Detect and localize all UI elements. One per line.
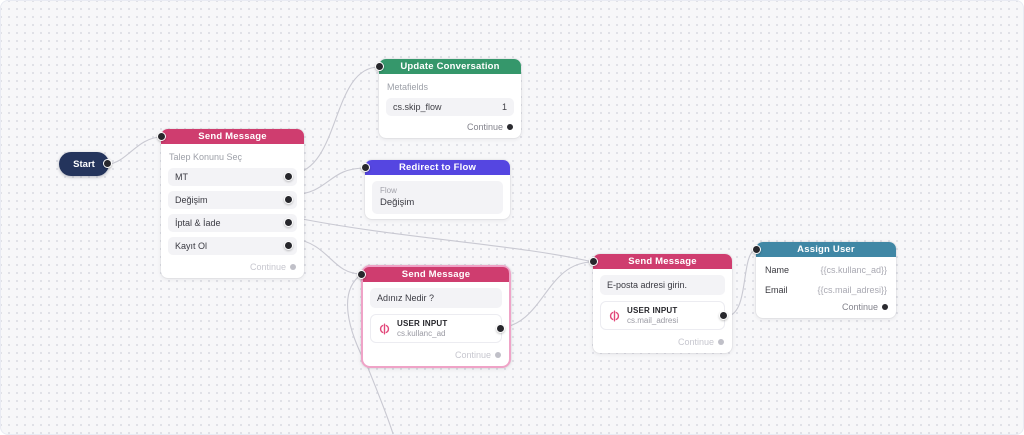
send-message-node-3[interactable]: Send Message E-posta adresi girin. USER …	[589, 254, 732, 353]
option-degisim-output-port[interactable]	[284, 195, 293, 204]
metafield-row[interactable]: cs.skip_flow 1	[386, 98, 514, 116]
send-message-3-header: Send Message	[593, 254, 732, 269]
assign-user-header: Assign User	[756, 242, 896, 257]
update-conversation-node[interactable]: Update Conversation Metafields cs.skip_f…	[375, 59, 521, 138]
send-message-2-input-port[interactable]	[357, 270, 366, 279]
option-label: Değişim	[175, 195, 208, 205]
continue-port[interactable]	[507, 124, 513, 130]
option-kayitol-output-port[interactable]	[284, 241, 293, 250]
option-label: MT	[175, 172, 188, 182]
field-label: Email	[765, 285, 788, 295]
option-row-degisim[interactable]: Değişim	[168, 191, 297, 209]
update-conversation-input-port[interactable]	[375, 62, 384, 71]
edge-kullanc-to-sendmessage3	[497, 261, 594, 329]
field-label: Name	[765, 265, 790, 275]
continue-row: Continue	[168, 260, 297, 273]
user-input-variable: cs.mail_adresi	[627, 316, 679, 325]
continue-port[interactable]	[882, 304, 888, 310]
continue-label: Continue	[466, 122, 503, 132]
continue-label: Continue	[841, 302, 878, 312]
redirect-to-flow-input-port[interactable]	[361, 163, 370, 172]
option-row-iptal-iade[interactable]: İptal & İade	[168, 214, 297, 232]
continue-port[interactable]	[290, 264, 296, 270]
option-row-mt[interactable]: MT	[168, 168, 297, 186]
option-label: Kayıt Ol	[175, 241, 208, 251]
metafield-key: cs.skip_flow	[393, 102, 442, 112]
send-message-node-2[interactable]: Send Message Adınız Nedir ? USER INPUT c…	[357, 265, 511, 368]
user-input-output-port[interactable]	[496, 323, 505, 333]
field-value: {{cs.kullanc_ad}}	[820, 265, 887, 275]
continue-port[interactable]	[718, 339, 724, 345]
flow-field-value: Değişim	[380, 197, 415, 208]
message-text: E-posta adresi girin.	[600, 275, 725, 295]
continue-row: Continue	[600, 335, 725, 348]
continue-row: Continue	[763, 300, 889, 313]
continue-row: Continue	[386, 120, 514, 133]
continue-label: Continue	[677, 337, 714, 347]
start-node-label: Start	[73, 158, 95, 170]
send-message-3-input-port[interactable]	[589, 257, 598, 266]
user-input-icon	[379, 322, 390, 335]
option-iptal-output-port[interactable]	[284, 218, 293, 227]
user-input-block[interactable]: USER INPUT cs.mail_adresi	[600, 301, 728, 330]
update-conversation-header: Update Conversation	[379, 59, 521, 74]
option-label: İptal & İade	[175, 218, 221, 228]
continue-label: Continue	[249, 262, 286, 272]
send-message-node-1[interactable]: Send Message Talep Konunu Seç MT Değişim…	[157, 129, 304, 278]
send-message-1-header: Send Message	[161, 129, 304, 144]
send-message-2-header: Send Message	[363, 267, 509, 282]
user-input-output-port[interactable]	[719, 310, 728, 320]
continue-port[interactable]	[495, 352, 501, 358]
option-row-kayit-ol[interactable]: Kayıt Ol	[168, 237, 297, 255]
assign-user-row-email: Email {{cs.mail_adresi}}	[763, 280, 889, 300]
field-value: {{cs.mail_adresi}}	[817, 285, 887, 295]
user-input-variable: cs.kullanc_ad	[397, 329, 446, 338]
option-mt-output-port[interactable]	[284, 172, 293, 181]
edge-start-to-sendmessage1	[107, 136, 163, 165]
edge-mail-to-assignuser	[727, 248, 758, 317]
assign-user-row-name: Name {{cs.kullanc_ad}}	[763, 260, 889, 280]
assign-user-node[interactable]: Assign User Name {{cs.kullanc_ad}} Email…	[752, 242, 896, 318]
redirect-to-flow-node[interactable]: Redirect to Flow Flow Değişim	[361, 160, 510, 219]
user-input-icon	[609, 309, 620, 322]
edge-iptal-to-sendmessage3	[291, 216, 594, 263]
send-message-1-input-port[interactable]	[157, 132, 166, 141]
start-output-port[interactable]	[103, 159, 112, 168]
metafield-value: 1	[501, 102, 507, 112]
redirect-to-flow-header: Redirect to Flow	[365, 160, 510, 175]
edge-mt-to-update-conversation	[291, 66, 380, 175]
flow-field[interactable]: Flow Değişim	[372, 181, 503, 214]
message-text: Adınız Nedir ?	[370, 288, 502, 308]
metafields-label: Metafields	[387, 82, 429, 92]
flow-field-label: Flow	[380, 186, 397, 195]
assign-user-input-port[interactable]	[752, 245, 761, 254]
send-message-1-prompt: Talep Konunu Seç	[169, 152, 243, 162]
user-input-block[interactable]: USER INPUT cs.kullanc_ad	[370, 314, 505, 343]
continue-row: Continue	[370, 348, 502, 361]
continue-label: Continue	[454, 350, 491, 360]
user-input-label: USER INPUT	[627, 306, 678, 315]
user-input-label: USER INPUT	[397, 319, 448, 328]
start-node[interactable]: Start	[59, 152, 112, 176]
